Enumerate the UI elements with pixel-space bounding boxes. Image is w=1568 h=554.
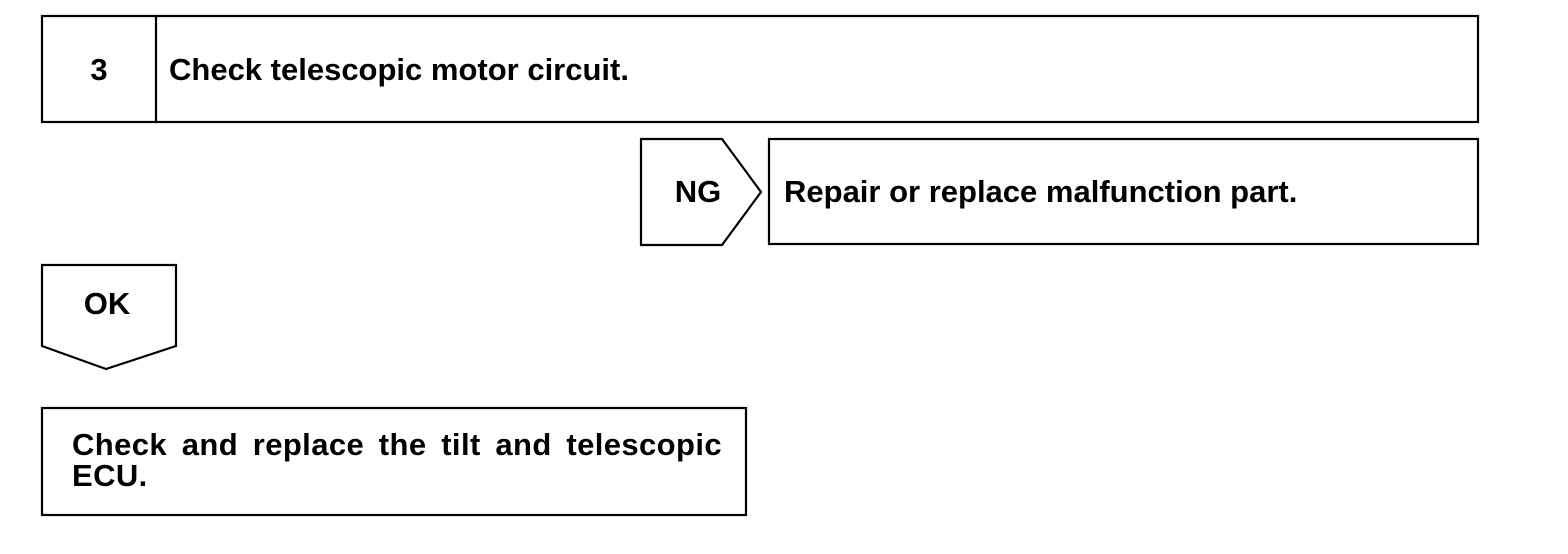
ok-label: OK: [83, 286, 131, 321]
ng-action-text: Repair or replace malfunction part.: [784, 174, 1298, 209]
ng-label: NG: [674, 174, 722, 209]
step-number: 3: [90, 52, 108, 87]
ok-action-text: Check and replace the tilt and telescopi…: [72, 427, 722, 493]
ok-action-box: [40, 406, 748, 517]
step-title: Check telescopic motor circuit.: [169, 52, 629, 87]
ng-arrow-shape: [639, 137, 763, 247]
step-box: [40, 14, 1480, 124]
ng-action-box: [767, 137, 1480, 246]
ok-arrow-shape: [40, 263, 178, 371]
